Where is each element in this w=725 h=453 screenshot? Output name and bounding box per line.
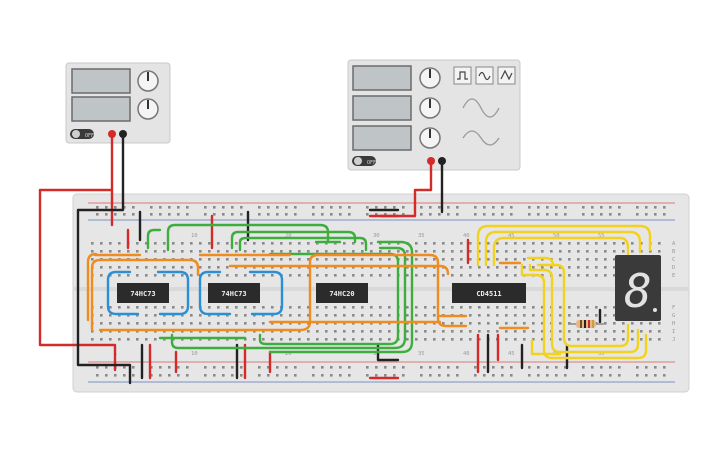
wire-yellow-3[interactable] bbox=[492, 236, 630, 267]
wire-yellow-5[interactable] bbox=[528, 263, 640, 354]
wire-green-1[interactable] bbox=[146, 228, 162, 250]
svg-text:55: 55 bbox=[598, 233, 605, 239]
wire-yellow-6[interactable] bbox=[536, 263, 630, 348]
svg-text:H: H bbox=[672, 321, 675, 327]
display-digit: 8 bbox=[624, 264, 652, 318]
chip-label: CD4511 bbox=[476, 290, 501, 298]
wire-yellow-8[interactable] bbox=[530, 338, 562, 356]
svg-text:40: 40 bbox=[463, 233, 470, 239]
wire-red-supply[interactable] bbox=[38, 132, 117, 372]
chip-label: 74HC20 bbox=[329, 290, 354, 298]
svg-text:30: 30 bbox=[373, 233, 380, 239]
amplitude-wave-icon bbox=[462, 98, 500, 118]
resistor[interactable] bbox=[568, 320, 604, 328]
wire-green-3[interactable] bbox=[230, 230, 357, 250]
wire-yellow-2[interactable] bbox=[484, 230, 642, 267]
svg-text:30: 30 bbox=[373, 351, 380, 357]
wire-yellow-1[interactable] bbox=[476, 224, 652, 267]
svg-text:G: G bbox=[672, 313, 675, 319]
amplitude-display bbox=[352, 95, 412, 121]
svg-text:J: J bbox=[672, 337, 675, 343]
chip-label: 74HC73 bbox=[221, 290, 246, 298]
svg-text:B: B bbox=[672, 249, 676, 255]
offset-wave-icon bbox=[462, 130, 500, 146]
triangle-wave-button[interactable] bbox=[497, 66, 516, 85]
chip-cd4511[interactable]: CD4511 bbox=[452, 283, 526, 303]
wire-orange-2[interactable] bbox=[90, 258, 200, 332]
generator-off-label: OFF bbox=[367, 160, 376, 166]
offset-display bbox=[352, 125, 412, 151]
wire-green-7[interactable] bbox=[170, 246, 407, 350]
power-supply[interactable]: OFF bbox=[65, 62, 171, 144]
wire-green-6[interactable] bbox=[268, 240, 414, 354]
row-letters: A B C D E F G H I J bbox=[672, 241, 676, 343]
wire-blue-3[interactable] bbox=[198, 270, 232, 316]
wire-red-generator[interactable] bbox=[378, 159, 433, 218]
wire-yellow-4[interactable] bbox=[520, 263, 648, 360]
square-wave-button[interactable] bbox=[453, 66, 472, 85]
svg-text:45: 45 bbox=[508, 351, 515, 357]
center-channel bbox=[73, 287, 689, 291]
chip-74hc73-b[interactable]: 74HC73 bbox=[208, 283, 260, 303]
svg-text:F: F bbox=[672, 305, 675, 311]
voltage-display bbox=[71, 68, 131, 94]
frequency-display bbox=[352, 65, 412, 91]
svg-text:10: 10 bbox=[191, 233, 198, 239]
wire-black-supply[interactable] bbox=[76, 132, 132, 385]
wire-black-rail-6[interactable] bbox=[376, 343, 400, 362]
svg-text:D: D bbox=[672, 265, 675, 271]
svg-text:E: E bbox=[672, 273, 675, 279]
column-numbers-top: 10 20 30 35 40 45 50 55 bbox=[191, 233, 605, 239]
chip-label: 74HC73 bbox=[130, 290, 155, 298]
wire-orange-6[interactable] bbox=[228, 264, 450, 276]
svg-text:45: 45 bbox=[508, 233, 515, 239]
current-display bbox=[71, 96, 131, 122]
svg-text:20: 20 bbox=[285, 351, 292, 357]
svg-text:55: 55 bbox=[598, 351, 605, 357]
svg-text:I: I bbox=[672, 329, 675, 335]
seven-segment-display[interactable]: 8 bbox=[615, 255, 661, 321]
wire-blue-1[interactable] bbox=[106, 270, 140, 316]
power-off-label: OFF bbox=[85, 133, 94, 139]
chip-74hc73-a[interactable]: 74HC73 bbox=[117, 283, 169, 303]
wire-green-4[interactable] bbox=[238, 236, 368, 252]
svg-text:35: 35 bbox=[418, 351, 425, 357]
chip-74hc20[interactable]: 74HC20 bbox=[316, 283, 368, 303]
wire-blue-2[interactable] bbox=[156, 270, 190, 316]
wire-blue-4[interactable] bbox=[248, 270, 284, 316]
svg-text:C: C bbox=[672, 257, 675, 263]
function-generator[interactable]: OFF bbox=[347, 59, 521, 171]
wire-orange-3[interactable] bbox=[86, 252, 98, 322]
wire-green-2[interactable] bbox=[166, 223, 330, 252]
svg-text:10: 10 bbox=[191, 351, 198, 357]
svg-text:35: 35 bbox=[418, 233, 425, 239]
svg-text:40: 40 bbox=[463, 351, 470, 357]
wire-yellow-7[interactable] bbox=[526, 256, 555, 268]
svg-text:20: 20 bbox=[285, 233, 292, 239]
svg-text:A: A bbox=[672, 241, 676, 247]
svg-text:50: 50 bbox=[553, 233, 560, 239]
